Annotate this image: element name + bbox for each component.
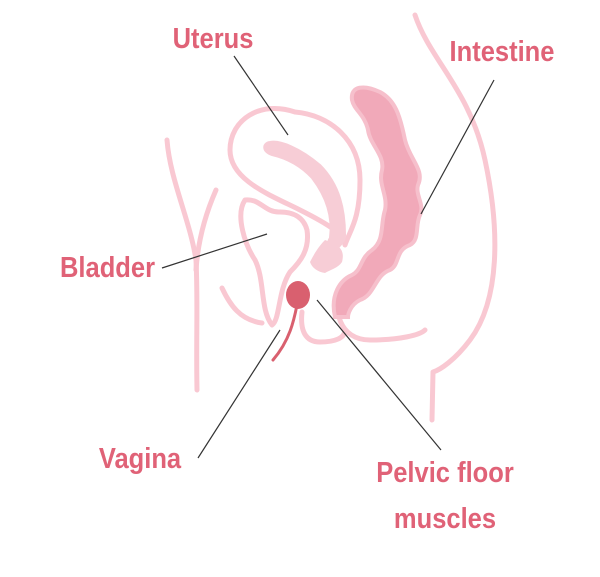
thigh-inner-outline: [193, 187, 219, 273]
label-vagina: Vagina: [98, 443, 182, 475]
intestine-shape: [331, 85, 424, 319]
vagina-leader-line: [197, 329, 281, 459]
bladder-outline: [238, 197, 311, 328]
pelvic-floor-leader-line: [316, 299, 442, 451]
perineum-outline: [299, 309, 348, 345]
uterus-leader-line: [233, 55, 289, 136]
cervix-shape: [310, 240, 343, 273]
peritoneum-outline: [227, 105, 363, 248]
label-pelvic-floor-line1: Pelvic floor: [376, 457, 514, 489]
body-back-outline: [412, 12, 498, 423]
pelvic-floor-muscle: [286, 281, 310, 309]
intestine-leader-line: [420, 79, 495, 215]
label-bladder: Bladder: [59, 252, 156, 284]
urethra-outline: [219, 285, 265, 326]
bladder-leader-line: [161, 233, 268, 269]
label-uterus: Uterus: [172, 23, 254, 55]
vagina-canal: [271, 303, 299, 362]
uterus-shape: [263, 140, 347, 251]
label-pelvic-floor-line2: muscles: [393, 503, 497, 535]
label-intestine: Intestine: [449, 36, 555, 68]
